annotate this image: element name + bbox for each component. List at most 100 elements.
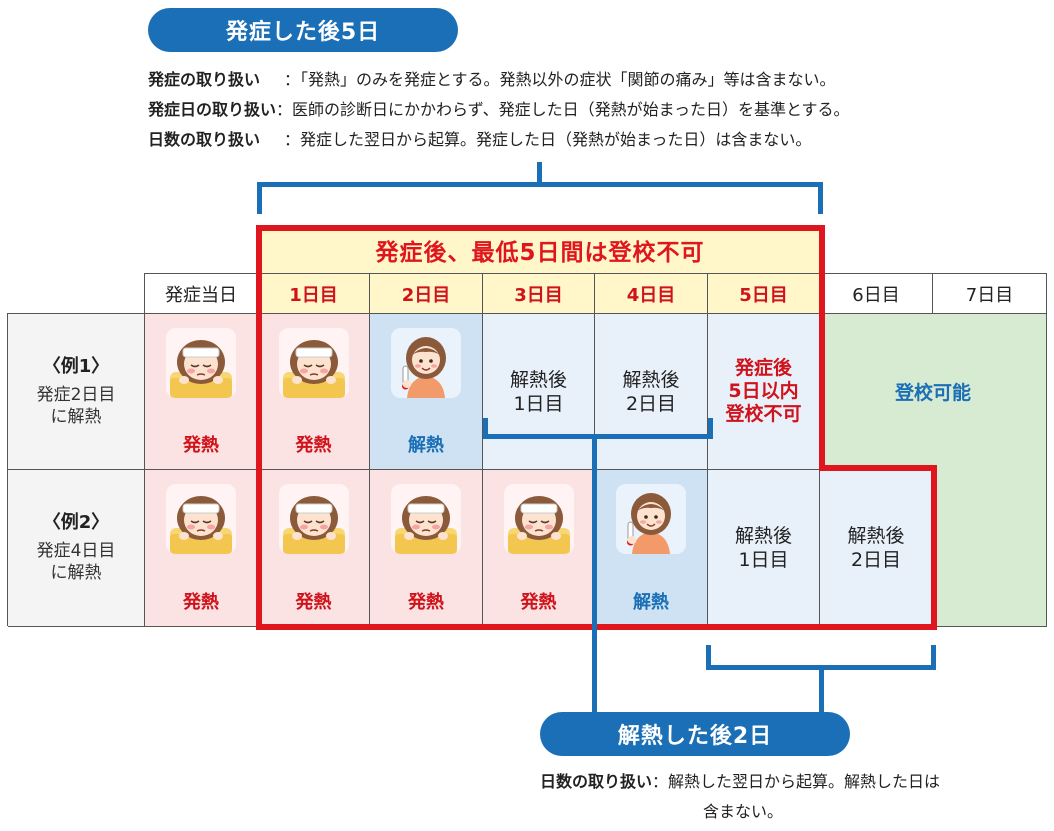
after-fever-day: 1日目 <box>513 392 564 415</box>
title-pill-fever-5-days: 発症した後5日 <box>148 8 458 52</box>
after-fever-day: 2日目 <box>625 392 677 415</box>
no-school-banner: 発症後、最低5日間は登校不可 <box>257 227 823 273</box>
rule-onset: 発症の取り扱い ：「発熱」のみを発症とする。発熱以外の症状「関節の痛み」等は含まな… <box>148 66 836 90</box>
ex2-day2-cell: 発熱 <box>370 470 483 627</box>
ex1-bracket-bar <box>483 434 713 439</box>
sick-child-icon <box>166 484 236 554</box>
top-bracket-left <box>257 182 262 214</box>
rule-text: 「発熱」のみを発症とする。発熱以外の症状「関節の痛み」等は含まない。 <box>300 70 836 89</box>
ex1-bracket-stem <box>592 434 597 719</box>
table-border-left-header <box>144 273 145 313</box>
after-fever-label: 解熱後 <box>509 368 567 391</box>
header-day-6: 6日目 <box>820 274 933 314</box>
table-border-left <box>7 313 8 626</box>
ex1-day1-cell: 発熱 <box>258 314 370 470</box>
top-bracket-bar <box>257 182 823 187</box>
no-school-line: 5日以内 <box>728 380 799 402</box>
rule-onset-day: 発症日の取り扱い：医師の診断日にかかわらず、発症した日（発熱が始まった日）を基準… <box>148 96 849 120</box>
rule-text: 解熱した翌日から起算。解熱した日は <box>668 772 941 791</box>
rule-text: 医師の診断日にかかわらず、発症した日（発熱が始まった日）を基準とする。 <box>292 100 850 119</box>
after-fever-day: 2日目 <box>850 549 902 571</box>
header-day-2: 2日目 <box>370 274 483 314</box>
example-line: に解熱 <box>50 406 102 427</box>
rule-term: 発症日の取り扱い <box>148 100 277 119</box>
ex2-onset-cell: 発熱 <box>145 470 258 627</box>
example-number: 〈例1〉 <box>42 355 110 377</box>
rule-sep: ： <box>284 70 301 89</box>
example-number: 〈例2〉 <box>42 512 110 533</box>
sick-child-icon <box>278 484 349 554</box>
fever-label: 発熱 <box>183 435 219 456</box>
ex1-bracket-right <box>708 418 713 438</box>
ex1-day4-cell: 解熱後 2日目 <box>595 314 708 470</box>
recovered-child-icon <box>616 484 686 554</box>
header-label: 3日目 <box>514 284 563 306</box>
banner-text: 発症後、最低5日間は登校不可 <box>375 240 705 266</box>
rule-day-count: 日数の取り扱い ：発症した翌日から起算。発症した日（発熱が始まった日）は含まない。 <box>148 126 811 150</box>
ex2-bracket-left <box>706 645 711 669</box>
fever-label: 発熱 <box>520 592 557 613</box>
after-fever-label: 解熱後 <box>622 368 680 391</box>
ex2-day7-cell <box>933 470 1047 627</box>
header-label: 2日目 <box>401 284 451 306</box>
top-bracket-right <box>818 182 823 214</box>
header-day-7: 7日目 <box>933 274 1047 314</box>
ex2-day6-cell: 解熱後 2日目 <box>820 470 933 627</box>
ex1-day3-cell: 解熱後 1日目 <box>483 314 595 470</box>
can-attend-area: 登校可能 <box>820 314 1047 470</box>
after-fever-day: 1日目 <box>738 549 789 571</box>
example-line: 発症2日目 <box>36 384 116 405</box>
rule-text: 含まない。 <box>703 802 784 821</box>
ex2-bracket-stem <box>819 665 824 719</box>
rule-text: 発症した翌日から起算。発症した日（発熱が始まった日）は含まない。 <box>300 130 812 149</box>
ex1-day2-cell: 解熱 <box>370 314 483 470</box>
recovered-label: 解熱 <box>633 592 669 613</box>
header-label: 発症当日 <box>165 284 237 306</box>
row-label-example-1: 〈例1〉 発症2日目 に解熱 <box>8 314 145 470</box>
bottom-rule: 日数の取り扱い：解熱した翌日から起算。解熱した日は <box>540 768 940 792</box>
example-line: 発症4日目 <box>36 541 116 561</box>
ex2-day4-cell: 解熱 <box>595 470 708 627</box>
after-fever-label: 解熱後 <box>734 525 792 547</box>
header-onset-day: 発症当日 <box>145 274 258 314</box>
ex2-day1-cell: 発熱 <box>258 470 370 627</box>
rule-term: 日数の取り扱い <box>540 772 653 791</box>
rule-term: 発症の取り扱い <box>148 70 261 89</box>
header-label: 5日目 <box>739 284 788 306</box>
sick-child-icon <box>278 328 349 398</box>
fever-label: 発熱 <box>295 435 332 456</box>
header-label: 6日目 <box>852 284 900 306</box>
title-pill-recovered-2-days: 解熱した後2日 <box>540 712 850 756</box>
ex1-onset-cell: 発熱 <box>145 314 258 470</box>
header-label: 7日目 <box>965 284 1014 306</box>
title-pill-text: 発症した後5日 <box>225 20 381 45</box>
header-day-1: 1日目 <box>258 274 370 314</box>
sick-child-icon <box>503 484 574 554</box>
ex1-bracket-left <box>483 418 488 438</box>
fever-label: 発熱 <box>183 592 219 613</box>
rule-sep: ： <box>652 772 669 791</box>
ex2-bracket-right <box>931 645 936 669</box>
header-day-4: 4日目 <box>595 274 708 314</box>
header-label: 1日目 <box>289 284 338 306</box>
can-attend-label: 登校可能 <box>894 382 971 404</box>
green-merge-patch <box>934 467 1046 473</box>
header-day-5: 5日目 <box>708 274 820 314</box>
example-line: に解熱 <box>50 563 102 583</box>
recovered-child-icon <box>391 328 461 398</box>
rule-term: 日数の取り扱い <box>148 130 261 149</box>
fever-label: 発熱 <box>295 592 332 613</box>
rule-sep: ： <box>276 100 293 119</box>
after-fever-label: 解熱後 <box>847 525 905 547</box>
top-bracket-stem <box>537 162 542 186</box>
recovered-label: 解熱 <box>408 435 444 456</box>
ex2-day5-cell: 解熱後 1日目 <box>708 470 820 627</box>
bottom-rule-cont: 含まない。 <box>703 798 783 822</box>
rule-sep: ： <box>284 130 301 149</box>
bottom-pill-text: 解熱した後2日 <box>617 724 773 749</box>
table-border-top-rows <box>7 313 145 314</box>
sick-child-icon <box>391 484 461 554</box>
header-label: 4日目 <box>626 284 676 306</box>
no-school-line: 登校不可 <box>725 403 802 425</box>
